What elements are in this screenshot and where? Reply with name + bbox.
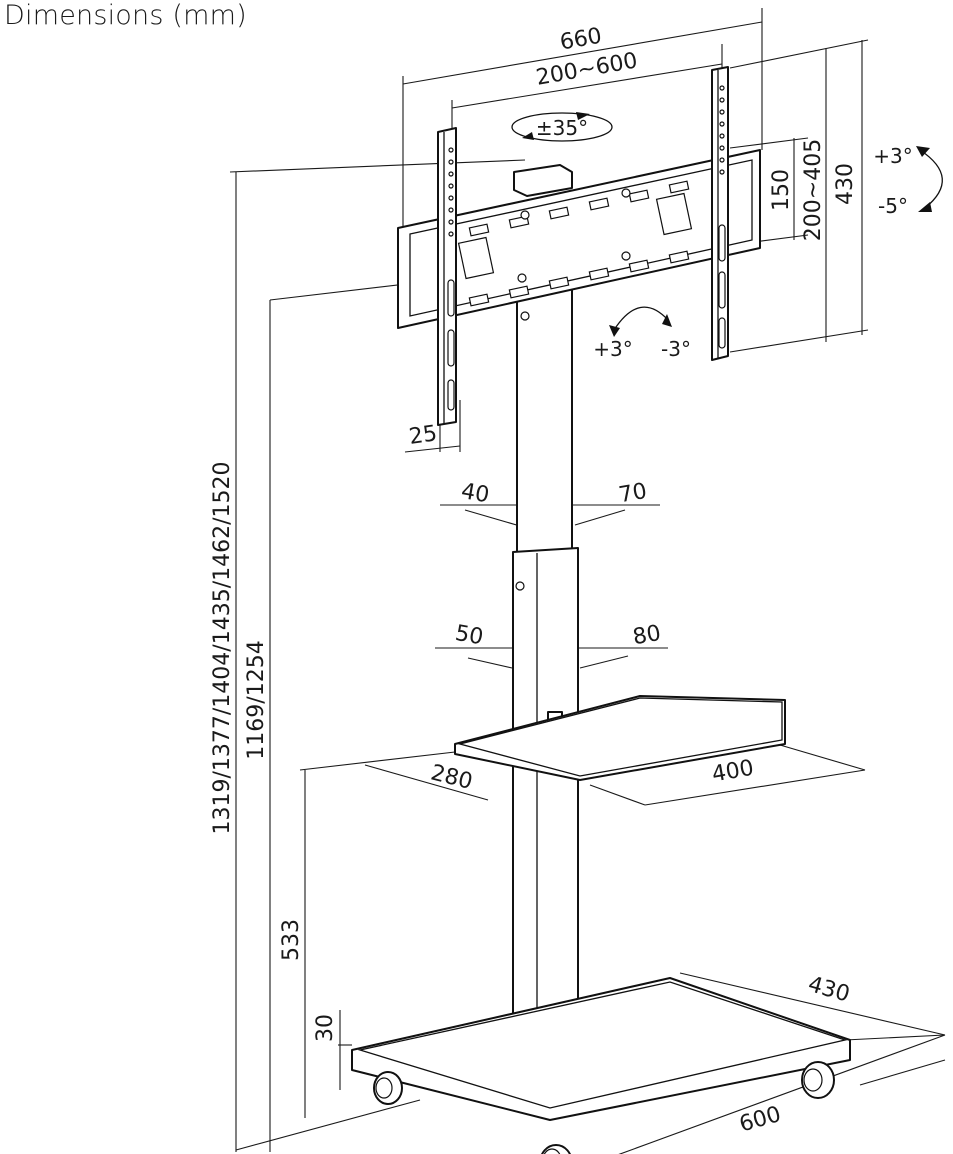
label-base-thickness: 30 xyxy=(313,1014,338,1042)
label-shelf-height: 533 xyxy=(279,919,304,961)
label-overall-heights: 1319/1377/1404/1435/1462/1520 xyxy=(210,462,235,835)
label-upper-pole-depth: 40 xyxy=(459,479,491,508)
label-vesa-vertical: 200~405 xyxy=(801,139,826,241)
label-mount-heights: 1169/1254 xyxy=(244,640,269,759)
label-tilt-up: +3° xyxy=(873,144,912,168)
label-swivel: ±35° xyxy=(536,116,588,140)
label-bracket-height: 430 xyxy=(833,163,858,205)
label-shelf-width: 400 xyxy=(710,756,756,788)
vertical-arms xyxy=(437,66,729,426)
tilt-arrow-icon xyxy=(916,146,943,212)
shelf xyxy=(454,695,786,781)
dimension-lines xyxy=(229,8,946,1154)
crossbar-slots xyxy=(457,180,693,307)
label-tilt-down: -5° xyxy=(878,194,908,218)
rotate-arrow-icon xyxy=(609,306,672,337)
label-rotate-right: -3° xyxy=(661,337,691,361)
label-shelf-depth: 280 xyxy=(428,760,475,794)
label-base-width: 600 xyxy=(737,1102,784,1138)
pole xyxy=(512,279,579,1031)
label-rotate-left: +3° xyxy=(593,337,632,361)
wall-plate xyxy=(397,149,761,329)
label-lower-pole-depth: 50 xyxy=(453,621,485,650)
arm-holes xyxy=(447,85,726,411)
label-arm-height: 150 xyxy=(769,169,794,211)
swivel-arrow-icon xyxy=(511,112,613,142)
label-base-depth: 430 xyxy=(805,972,852,1008)
label-upper-pole-width: 70 xyxy=(617,479,649,508)
base xyxy=(351,977,851,1154)
label-vesa-horizontal: 200~600 xyxy=(534,48,639,90)
label-depth-profile: 25 xyxy=(407,421,438,450)
label-lower-pole-width: 80 xyxy=(631,621,663,650)
page-title: Dimensions (mm) xyxy=(4,0,247,31)
